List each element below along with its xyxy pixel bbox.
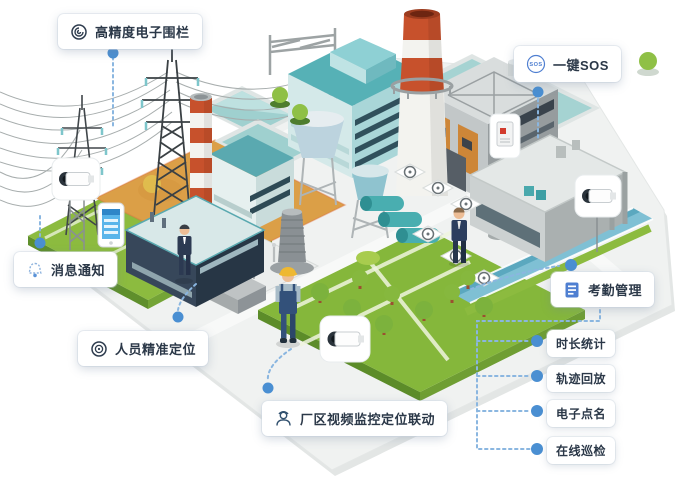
feature-inspection-label: 在线巡检 [556, 444, 607, 458]
callout-sos: SOS 一键SOS [514, 46, 621, 82]
callout-feature-duration: 时长统计 [547, 330, 616, 357]
callout-fence: 高精度电子围栏 [58, 14, 202, 49]
dot-attendance [565, 259, 577, 271]
sos-circle-icon: SOS [526, 54, 546, 74]
camera-card-bottom [319, 315, 371, 363]
callout-notification-label: 消息通知 [51, 263, 106, 278]
callout-feature-rollcall: 电子点名 [547, 400, 616, 427]
callout-attendance: 考勤管理 [551, 272, 655, 307]
worker-suit-right [449, 207, 469, 268]
worker-suit-left [175, 224, 193, 284]
callout-video-linkage: 厂区视频监控定位联动 [262, 401, 448, 436]
callout-attendance-label: 考勤管理 [588, 283, 643, 298]
callout-video-linkage-label: 厂区视频监控定位联动 [300, 412, 436, 427]
target-rings-icon [91, 340, 107, 357]
callout-positioning-label: 人员精准定位 [115, 342, 197, 357]
camera-card-right [574, 174, 622, 252]
camera-pole-left [69, 200, 85, 250]
connector-feature-tree [476, 303, 601, 450]
worker-head-icon [276, 411, 291, 426]
callout-feature-inspection: 在线巡检 [547, 437, 616, 464]
svg-text:SOS: SOS [529, 62, 542, 68]
feature-track-label: 轨迹回放 [556, 372, 607, 386]
connector-positioning [177, 283, 197, 311]
callout-sos-label: 一键SOS [553, 57, 609, 73]
transmission-tower-mid [140, 46, 204, 216]
dot-feature-2 [531, 370, 543, 382]
dot-feature-1 [531, 335, 543, 347]
camera-card-left [51, 157, 101, 201]
navy-building [124, 195, 266, 307]
callout-fence-label: 高精度电子围栏 [95, 25, 190, 40]
dot-feature-4 [531, 443, 543, 455]
clipboard-list-icon [565, 282, 579, 297]
callout-feature-track: 轨迹回放 [547, 365, 616, 392]
worker-hardhat [275, 267, 301, 348]
callout-dots [34, 47, 577, 455]
dot-fence [107, 47, 119, 59]
dot-notification [34, 237, 46, 249]
connector-attendance [470, 265, 560, 290]
coil-fence-icon [71, 23, 87, 40]
smartphone [97, 202, 125, 248]
sos-device-card [489, 113, 521, 159]
callout-connectors [39, 56, 601, 450]
feature-rollcall-label: 电子点名 [556, 407, 607, 421]
callout-positioning: 人员精准定位 [78, 331, 209, 366]
dot-positioning [172, 311, 184, 323]
dot-video [262, 382, 274, 394]
callout-notification: 消息通知 [14, 252, 118, 287]
lawn-trees [311, 270, 493, 335]
connector-video [266, 348, 292, 382]
bell-icon [28, 262, 42, 277]
trees [270, 52, 659, 335]
dot-feature-3 [531, 405, 543, 417]
feature-duration-label: 时长统计 [556, 337, 607, 351]
dot-sos [532, 86, 544, 98]
striped-chimney-large [390, 9, 454, 196]
